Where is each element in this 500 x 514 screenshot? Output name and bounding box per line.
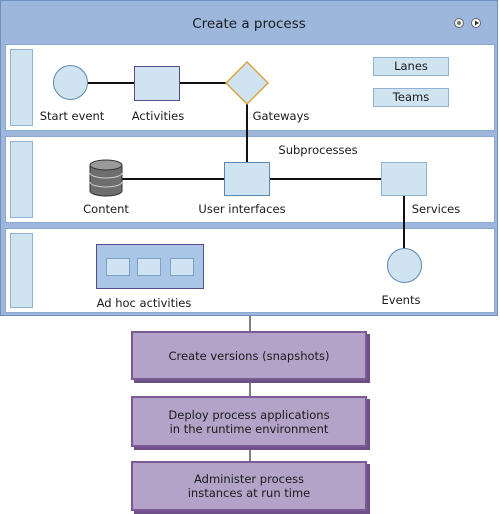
lane-1-label	[10, 49, 33, 126]
play-icon[interactable]	[471, 18, 481, 28]
user-interfaces-label: User interfaces	[198, 202, 286, 216]
services-label: Services	[411, 202, 461, 216]
gateways-label: Gateways	[252, 109, 310, 123]
ad-hoc-task-3	[170, 258, 194, 276]
ad-hoc-task-1	[106, 258, 130, 276]
user-interfaces-box	[224, 162, 270, 196]
gear-icon[interactable]	[454, 18, 464, 28]
lanes-pill: Lanes	[373, 57, 449, 76]
lane-2-label	[10, 141, 33, 218]
start-event-label: Start event	[39, 109, 105, 123]
ad-hoc-container	[96, 244, 204, 289]
activities-box	[134, 66, 180, 101]
lane-3-label	[10, 233, 33, 308]
step-administer: Administer process instances at run time	[131, 461, 367, 511]
activities-label: Activities	[131, 109, 185, 123]
diagram-title: Create a process	[192, 16, 306, 32]
content-label: Content	[83, 202, 129, 216]
step-deploy: Deploy process applications in the runti…	[131, 396, 367, 447]
step-create-versions-label: Create versions (snapshots)	[168, 348, 330, 363]
step-administer-label: Administer process instances at run time	[187, 472, 311, 500]
ad-hoc-task-2	[137, 258, 161, 276]
events-circle	[387, 248, 422, 283]
step-deploy-label: Deploy process applications in the runti…	[168, 407, 330, 436]
start-event-circle	[53, 65, 88, 100]
teams-pill: Teams	[373, 88, 449, 107]
services-box	[381, 162, 427, 196]
step-create-versions: Create versions (snapshots)	[131, 331, 367, 380]
subprocesses-label: Subprocesses	[278, 143, 358, 157]
ad-hoc-label: Ad hoc activities	[96, 296, 192, 310]
events-label: Events	[381, 293, 421, 307]
